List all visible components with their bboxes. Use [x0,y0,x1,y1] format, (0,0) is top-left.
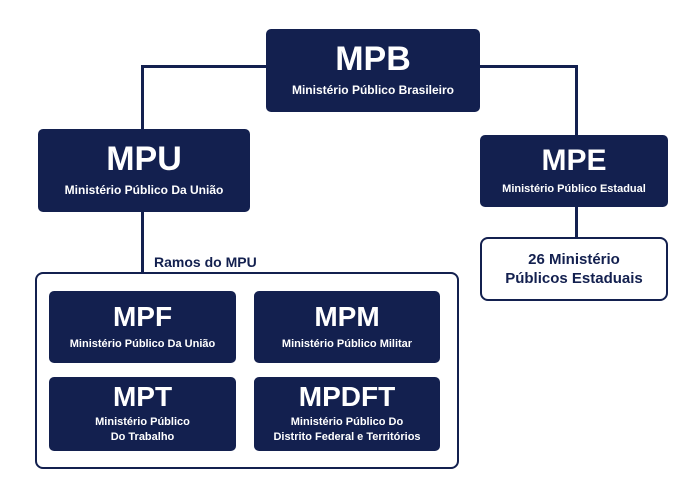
node-mpdft-full: Ministério Público Do Distrito Federal e… [273,416,421,443]
node-mpf: MPF Ministério Público Da União [49,291,236,363]
node-mpe: MPE Ministério Público Estadual [480,135,668,207]
connector-mpu-to-ramos [141,212,144,274]
node-mpt-abbr: MPT [112,381,173,413]
node-mpu-full: Ministério Público Da União [64,183,224,198]
node-mpu: MPU Ministério Público Da União [38,129,250,212]
node-mpdft: MPDFT Ministério Público Do Distrito Fed… [254,377,440,451]
node-mpt: MPT Ministério Público Do Trabalho [49,377,236,451]
connector-right-vertical [575,65,578,135]
node-mpb-full: Ministério Público Brasileiro [291,83,455,98]
node-mpm-abbr: MPM [314,300,380,332]
ramos-title: Ramos do MPU [150,254,261,270]
node-mpf-abbr: MPF [112,300,173,332]
node-mpe-abbr: MPE [541,143,607,177]
node-mpdft-abbr: MPDFT [298,381,396,413]
connector-mpe-to-child [575,207,578,239]
connector-left-vertical [141,65,144,129]
node-mpb-abbr: MPB [335,40,411,79]
node-mpf-full: Ministério Público Da União [69,337,216,350]
node-mpe-child: 26 Ministério Públicos Estaduais [480,237,668,301]
connector-top-to-right-horizontal [480,65,578,68]
node-mpb: MPB Ministério Público Brasileiro [266,29,480,112]
node-mpu-abbr: MPU [106,140,182,179]
connector-top-to-left-horizontal [141,65,267,68]
node-mpe-full: Ministério Público Estadual [502,182,646,195]
node-mpt-full: Ministério Público Do Trabalho [95,416,190,443]
node-mpm-full: Ministério Público Militar [281,337,413,350]
node-mpm: MPM Ministério Público Militar [254,291,440,363]
